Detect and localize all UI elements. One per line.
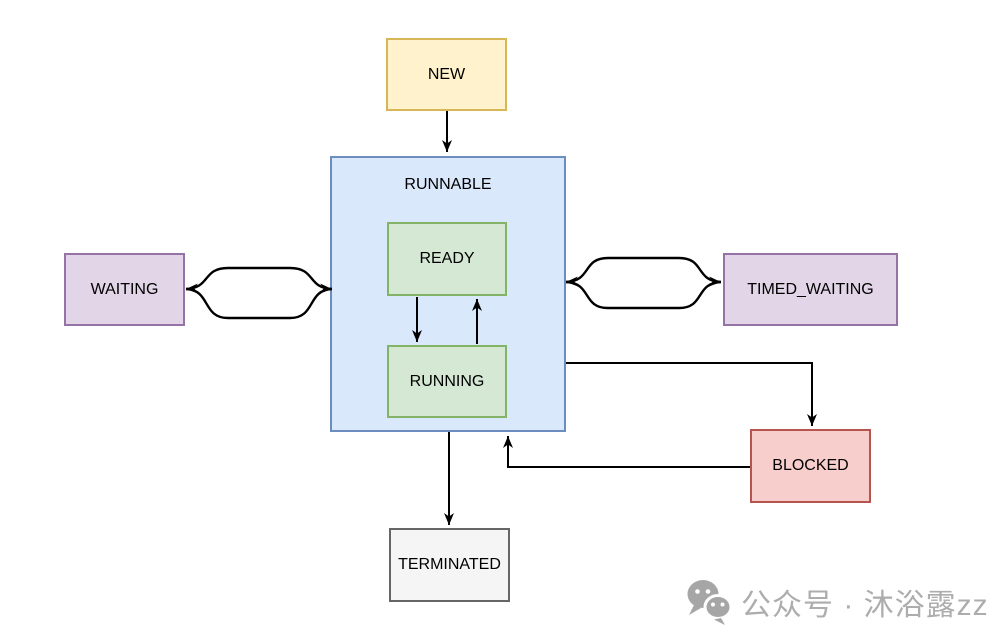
node-running: RUNNING	[387, 345, 507, 418]
node-ready: READY	[387, 222, 507, 296]
node-blocked-label: BLOCKED	[772, 457, 849, 474]
node-new-label: NEW	[427, 65, 466, 83]
node-timed-waiting-label: TIMED_WAITING	[747, 280, 874, 298]
watermark: 公众号 · 沐浴露zz	[686, 578, 989, 626]
node-waiting: WAITING	[64, 253, 185, 326]
node-timed-waiting: TIMED_WAITING	[723, 253, 898, 326]
edge-runnable-to-blocked	[566, 362, 817, 426]
edge-waiting-runnable-bottom-curve	[185, 287, 333, 320]
node-terminated: TERMINATED	[389, 528, 510, 602]
node-running-label: RUNNING	[409, 372, 485, 390]
node-new: NEW	[386, 38, 507, 111]
node-ready-label: READY	[419, 250, 475, 267]
edge-runnable-timedwaiting-top-curve	[565, 256, 722, 287]
wechat-icon	[687, 580, 732, 625]
node-waiting-label: WAITING	[90, 280, 159, 298]
edge-blocked-to-runnable	[503, 436, 750, 468]
node-terminated-label: TERMINATED	[398, 556, 501, 573]
edge-waiting-runnable-top-curve	[185, 266, 333, 294]
node-blocked: BLOCKED	[750, 429, 871, 503]
node-runnable-label: RUNNABLE	[404, 176, 492, 193]
watermark-text: 公众号 · 沐浴露zz	[741, 589, 989, 622]
edge-runnable-timedwaiting-bottom-curve	[565, 280, 722, 310]
